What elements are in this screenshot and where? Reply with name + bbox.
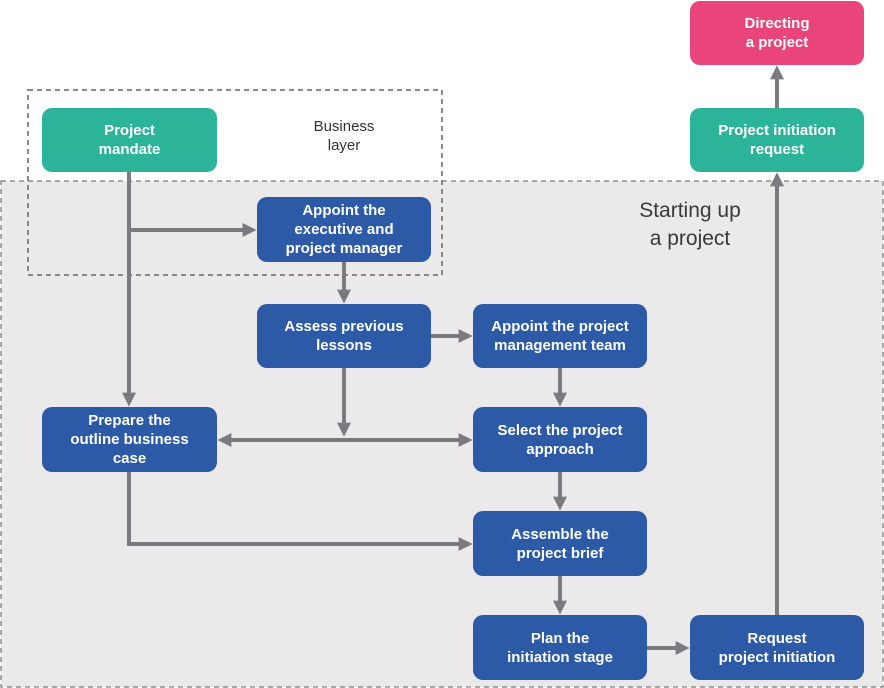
business-layer-label: Business layer [313,118,375,154]
section-title: Starting up a project [639,199,741,250]
business-layer-region [27,89,443,276]
arrow-outline-case-to-brief [127,472,473,551]
